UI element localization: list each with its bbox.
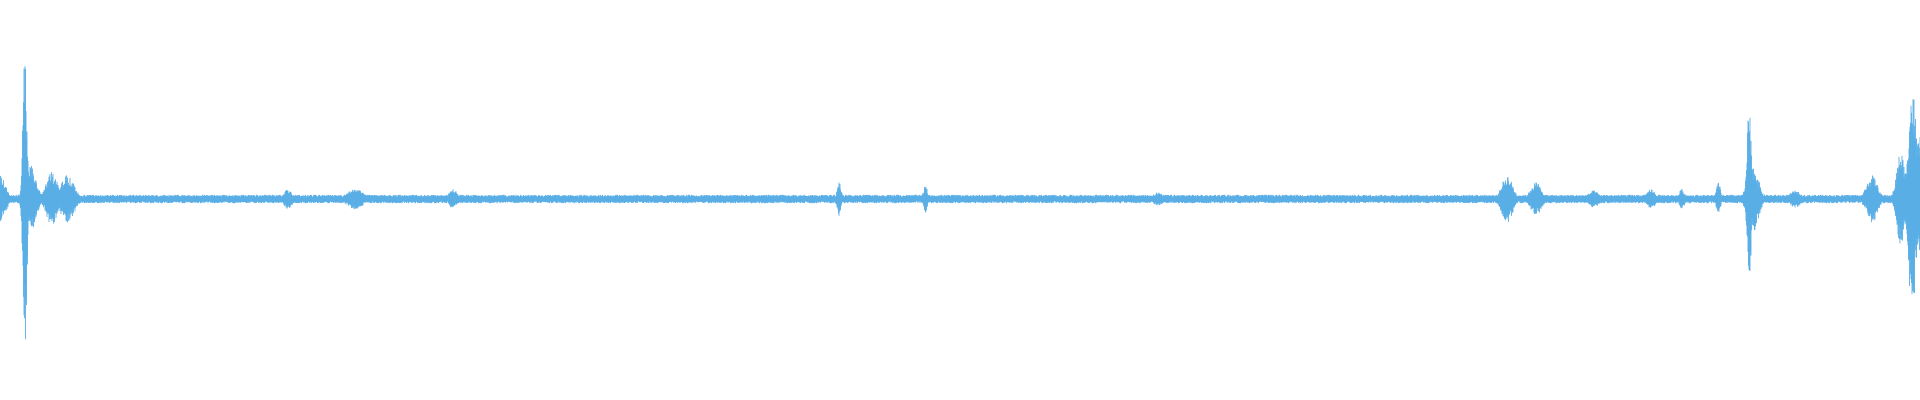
waveform-envelope (0, 66, 1920, 340)
